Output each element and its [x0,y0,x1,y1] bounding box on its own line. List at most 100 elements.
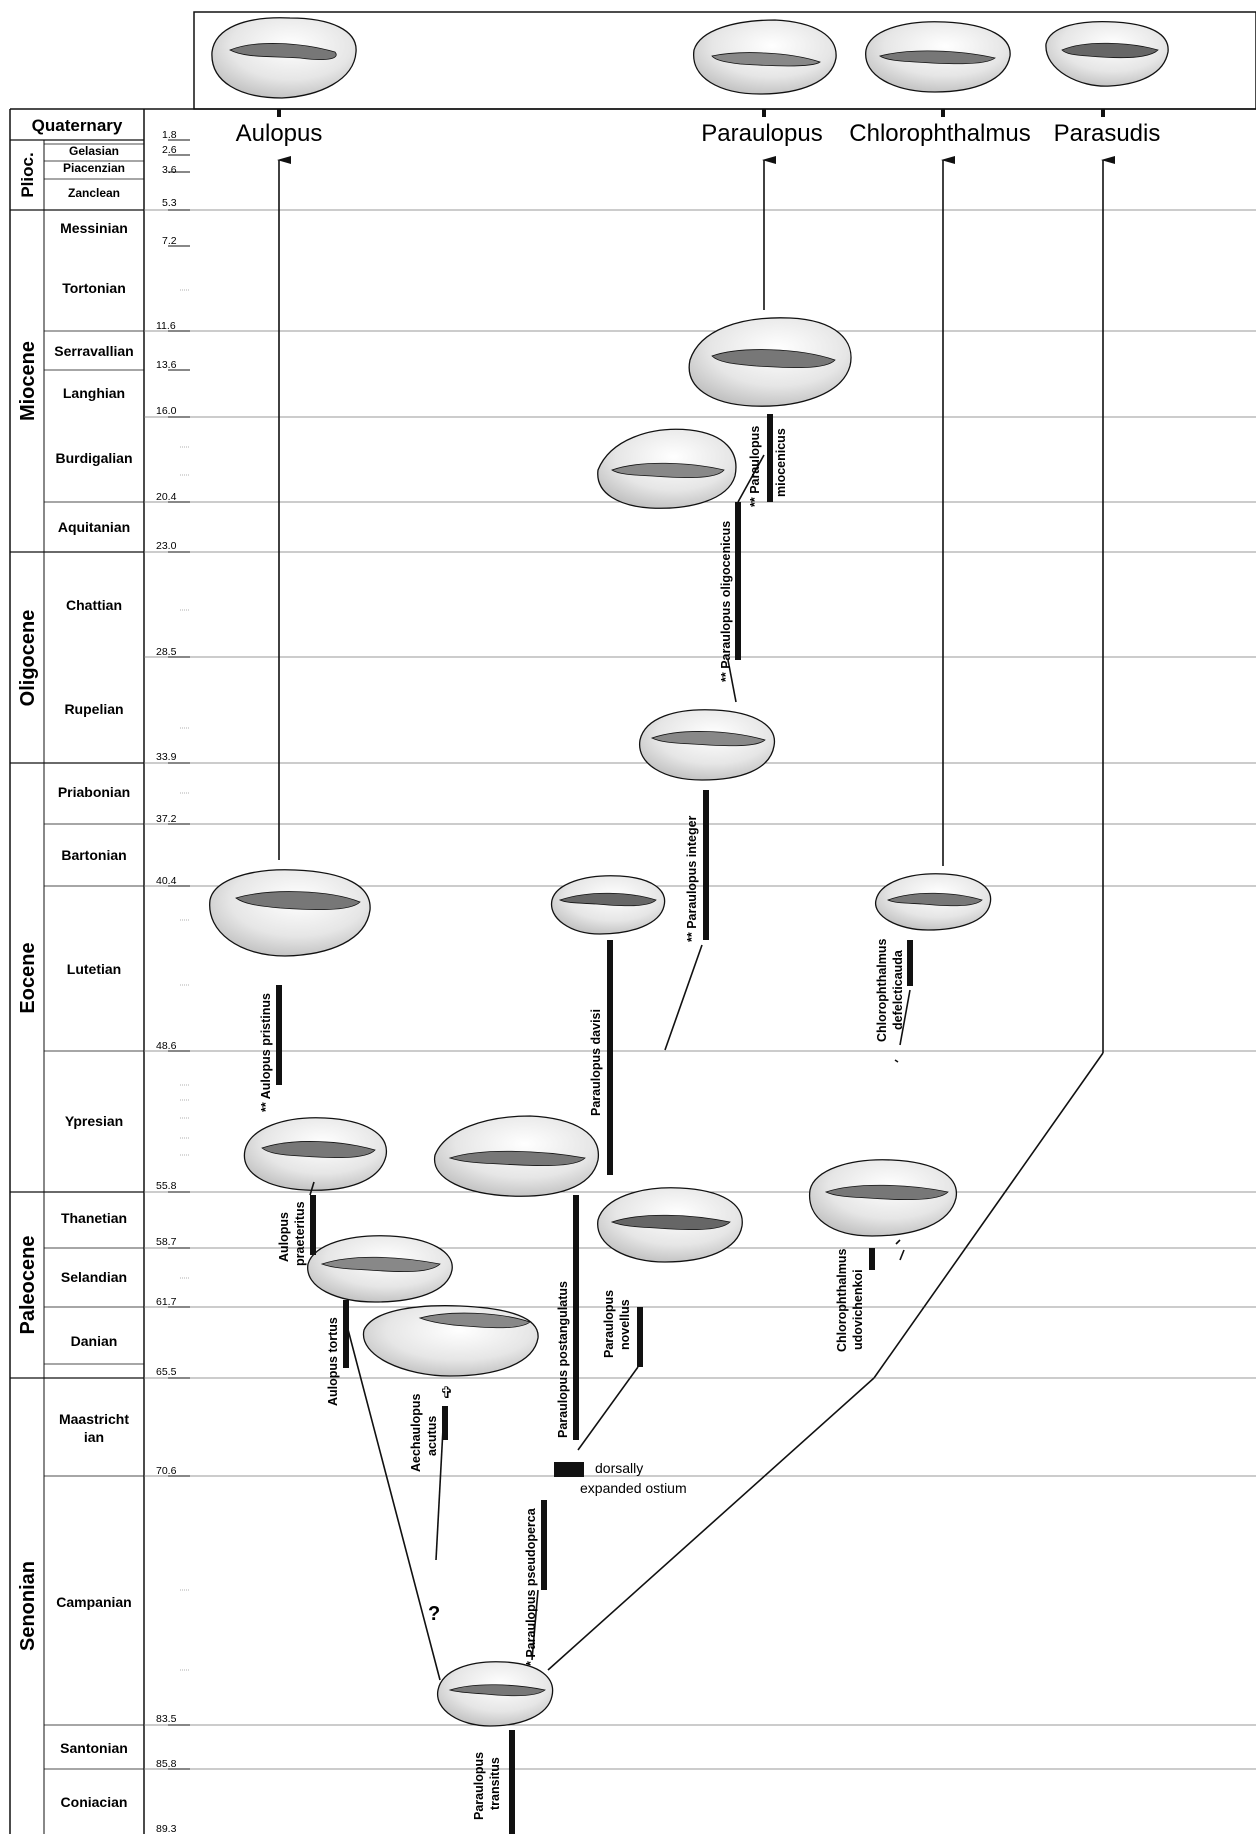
otolith-paraulopus-recent [693,19,837,95]
label-paraulopus-integer: ** Paraulopus integer [685,815,699,942]
age-28-5: 28.5 [156,646,177,658]
timescale-frame [9,11,1256,1834]
otolith-aechaulopus-acutus [362,1305,539,1377]
stage-boundaries [44,143,144,1770]
genus-header-ticks [277,109,1105,117]
otolith-chlorophthalmus-recent [865,21,1011,93]
otolith-aulopus-praeteritus [243,1117,387,1191]
age-89-3: 89.3 [156,1823,177,1834]
otolith-paraulopus-miocenicus [688,317,852,407]
stage-danian: Danian [71,1333,118,1349]
stage-burdigalian: Burdigalian [55,450,132,466]
otolith-paraulopus-davisi [550,875,666,935]
age-7-2: 7.2 [162,235,177,247]
label-chlorophthalmus-defelcticauda-1: Chlorophthalmus [875,938,889,1042]
otolith-paraulopus-integer [639,709,776,781]
age-13-6: 13.6 [156,359,177,371]
label-aulopus-praeteritus-2: praeteritus [293,1201,307,1266]
age-lines [144,209,1256,1770]
stage-campanian: Campanian [56,1594,131,1610]
otolith-chlorophthalmus-defelcticauda [875,873,992,931]
epoch-quaternary: Quaternary [32,116,123,135]
label-paraulopus-novellus-2: novellus [618,1299,632,1350]
epoch-boundaries [10,139,144,1379]
label-chlorophthalmus-defelcticauda-2: defelcticauda [891,949,905,1030]
otolith-aulopus-pristinus [209,869,371,957]
genus-chlorophthalmus: Chlorophthalmus [849,120,1030,147]
age-58-7: 58.7 [156,1236,177,1248]
label-paraulopus-oligocenicus: ** Paraulopus oligocenicus [719,521,733,682]
genus-parasudis: Parasudis [1054,120,1161,147]
otolith-chlorophthalmus-udovichenkoi [809,1159,957,1237]
taxon-labels: ** Paraulopus miocenicus ** Paraulopus o… [259,426,905,1820]
stage-labels: Gelasian Piacenzian Zanclean Messinian T… [54,144,133,1810]
label-paraulopus-miocenicus-1: ** Paraulopus [748,426,762,507]
age-ticks [168,139,190,1770]
minor-ticks [180,289,190,1671]
ostium-note-1: dorsally [595,1460,643,1476]
age-5-3: 5.3 [162,197,177,209]
age-70-6: 70.6 [156,1465,177,1477]
ostium-marker [554,1462,584,1477]
stage-chattian: Chattian [66,597,122,613]
stage-gelasian: Gelasian [69,144,119,158]
stage-rupelian: Rupelian [64,701,123,717]
label-paraulopus-pseudoperca: * Paraulopus pseudoperca [524,1507,538,1666]
otolith-parasudis-recent [1045,20,1169,87]
age-40-4: 40.4 [156,875,177,887]
age-1-8: 1.8 [162,129,177,141]
stage-serravallian: Serravallian [54,343,133,359]
otolith-paraulopus-ypresian [434,1115,599,1197]
genus-headers: Aulopus Paraulopus Chlorophthalmus Paras… [236,120,1161,147]
stage-santonian: Santonian [60,1740,128,1756]
label-paraulopus-miocenicus-2: miocenicus [774,428,788,497]
age-33-9: 33.9 [156,751,177,763]
otolith-paraulopus-novellus [597,1187,743,1263]
stage-langhian: Langhian [63,385,125,401]
age-20-4: 20.4 [156,491,177,503]
age-48-6: 48.6 [156,1040,177,1052]
epoch-miocene: Miocene [17,341,39,421]
label-paraulopus-transitus-2: transitus [488,1757,502,1810]
label-paraulopus-novellus-1: Paraulopus [602,1290,616,1358]
stage-tortonian: Tortonian [62,280,126,296]
stage-bartonian: Bartonian [61,847,126,863]
extinct-cross: ✞ [440,1385,453,1402]
age-labels: 1.8 2.6 3.6 5.3 7.2 11.6 13.6 16.0 20.4 … [156,129,177,1834]
stage-maastrichtian-1: Maastricht [59,1411,129,1427]
label-aulopus-pristinus: ** Aulopus pristinus [259,993,273,1112]
label-aechaulopus-acutus-1: Aechaulopus [409,1393,423,1472]
epoch-oligocene: Oligocene [17,610,39,707]
age-55-8: 55.8 [156,1180,177,1192]
label-paraulopus-davisi: Paraulopus davisi [589,1009,603,1116]
stage-ypresian: Ypresian [65,1113,123,1129]
age-83-5: 83.5 [156,1713,177,1725]
label-aechaulopus-acutus-2: acutus [425,1416,439,1456]
age-37-2: 37.2 [156,813,177,825]
label-chlorophthalmus-udovichenkoi-2: udovichenkoi [851,1269,865,1350]
stage-lutetian: Lutetian [67,961,121,977]
label-chlorophthalmus-udovichenkoi-1: Chlorophthalmus [835,1248,849,1352]
label-aulopus-tortus: Aulopus tortus [326,1317,340,1406]
range-bars [276,414,913,1834]
epoch-paleocene: Paleocene [17,1236,39,1335]
age-3-6: 3.6 [162,164,177,176]
question-mark: ? [428,1603,440,1625]
stage-maastrichtian-2: ian [84,1429,104,1445]
genus-aulopus: Aulopus [236,120,323,147]
epoch-eocene: Eocene [17,942,39,1013]
ostium-note-2: expanded ostium [580,1480,687,1496]
stage-aquitanian: Aquitanian [58,519,130,535]
label-paraulopus-transitus-1: Paraulopus [472,1752,486,1820]
otolith-drawings [209,17,1169,1727]
stage-piacenzian: Piacenzian [63,161,125,175]
label-paraulopus-postangulatus: Paraulopus postangulatus [556,1281,570,1438]
stage-thanetian: Thanetian [61,1210,127,1226]
age-16-0: 16.0 [156,405,177,417]
age-65-5: 65.5 [156,1366,177,1378]
otolith-paraulopus-oligocenicus [597,428,737,509]
age-61-7: 61.7 [156,1296,177,1308]
stage-priabonian: Priabonian [58,784,130,800]
stage-coniacian: Coniacian [61,1794,128,1810]
